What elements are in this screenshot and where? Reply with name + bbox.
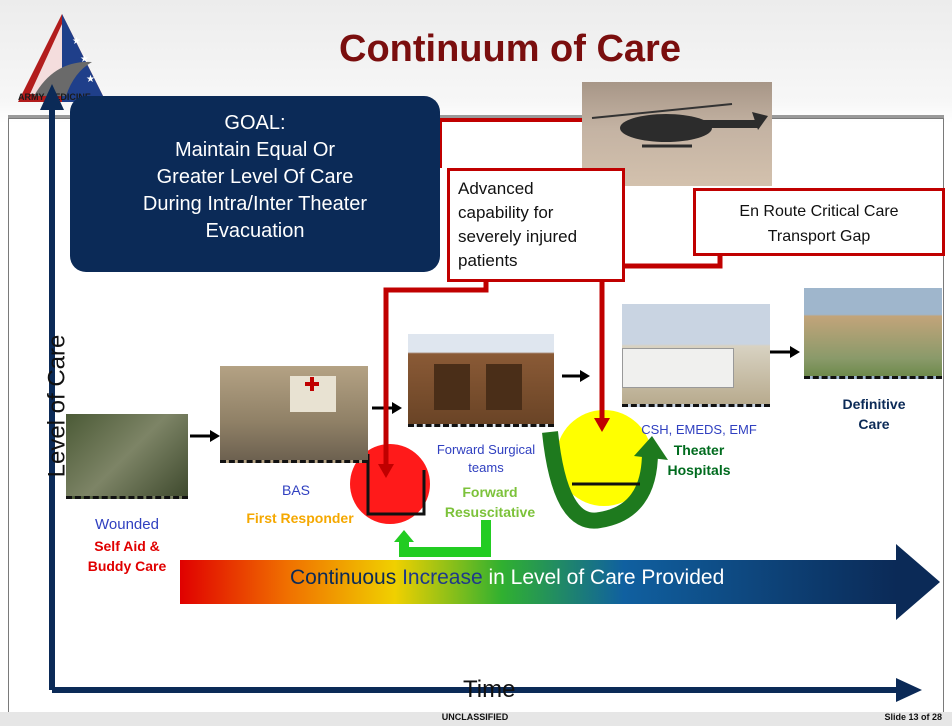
goal-line: During Intra/Inter Theater	[142, 193, 368, 215]
definitive-care-photo	[804, 288, 942, 379]
banner-part-1: Continuous	[290, 566, 403, 589]
x-axis-label: Time	[463, 676, 516, 703]
forward-level-circle	[350, 444, 430, 524]
slide-number: Slide 13 of 28	[884, 712, 942, 722]
callout-line: patients	[458, 251, 518, 270]
classification-marking: UNCLASSIFIED	[441, 712, 509, 722]
svg-text:★: ★	[86, 74, 95, 85]
care-label: Care	[858, 416, 890, 432]
transport-gap-callout: En Route Critical Care Transport Gap	[693, 188, 945, 256]
theater-hospital-photo	[622, 304, 770, 407]
goal-box: GOAL: Maintain Equal Or Greater Level Of…	[70, 96, 440, 272]
callout-line: capability for	[458, 203, 554, 222]
banner-part-2: Increase	[402, 566, 483, 589]
gap-connector	[599, 256, 723, 424]
hospitals-label: Hospitals	[667, 462, 731, 478]
stage-arrow-4	[770, 346, 800, 358]
y-axis-label: Level of Care	[43, 334, 71, 478]
stage-arrow-2	[372, 402, 402, 414]
title-divider	[8, 115, 944, 118]
theater-level-circle	[556, 410, 652, 506]
continuum-banner-text: Continuous Increase in Level of Care Pro…	[290, 566, 850, 590]
csh-emeds-emf-label: CSH, EMEDS, EMF	[641, 422, 757, 437]
y-axis-arrow	[40, 84, 64, 690]
wounded-photo	[66, 414, 188, 499]
advanced-capability-callout: Advanced capability for severely injured…	[447, 168, 625, 282]
goal-line: Maintain Equal Or	[174, 139, 336, 161]
callout-line: Advanced	[458, 179, 534, 198]
bas-photo	[220, 366, 368, 463]
continuum-banner-arrow	[180, 544, 940, 620]
footer-bar	[0, 712, 952, 726]
bas-label: BAS	[281, 482, 310, 498]
goal-line: Greater Level Of Care	[156, 166, 354, 188]
callout-line: Transport Gap	[767, 228, 871, 245]
buddy-care-label: Buddy Care	[87, 558, 167, 574]
stage-arrow-1	[190, 430, 220, 442]
forward-surgical-photo	[408, 334, 554, 427]
self-aid-label: Self Aid &	[94, 538, 160, 554]
definitive-label: Definitive	[842, 396, 906, 412]
teams-label: teams	[468, 460, 504, 475]
svg-text:★: ★	[80, 54, 89, 65]
callout-line: En Route Critical Care	[739, 203, 899, 220]
forward-surgical-label: Forward Surgical	[436, 442, 536, 457]
green-return-arrow	[399, 520, 491, 557]
x-axis-arrow	[52, 678, 922, 702]
banner-part-3: in Level of Care Provided	[482, 566, 725, 589]
forward-label: Forward	[462, 484, 518, 500]
goal-line: Evacuation	[205, 220, 305, 242]
svg-text:★: ★	[72, 36, 81, 47]
resuscitative-label: Resuscitative	[444, 504, 536, 520]
wounded-label: Wounded	[95, 516, 159, 533]
stage-arrow-3	[562, 370, 590, 382]
theater-label: Theater	[673, 442, 725, 458]
advanced-connector	[383, 282, 489, 470]
first-responder-label: First Responder	[246, 510, 354, 526]
u-turn-arrow	[542, 431, 658, 529]
army-medicine-logo: ★ ★ ★	[18, 14, 106, 102]
callout-line: severely injured	[458, 227, 578, 246]
slide-title: Continuum of Care	[339, 28, 681, 70]
goal-line: GOAL:	[224, 112, 286, 134]
